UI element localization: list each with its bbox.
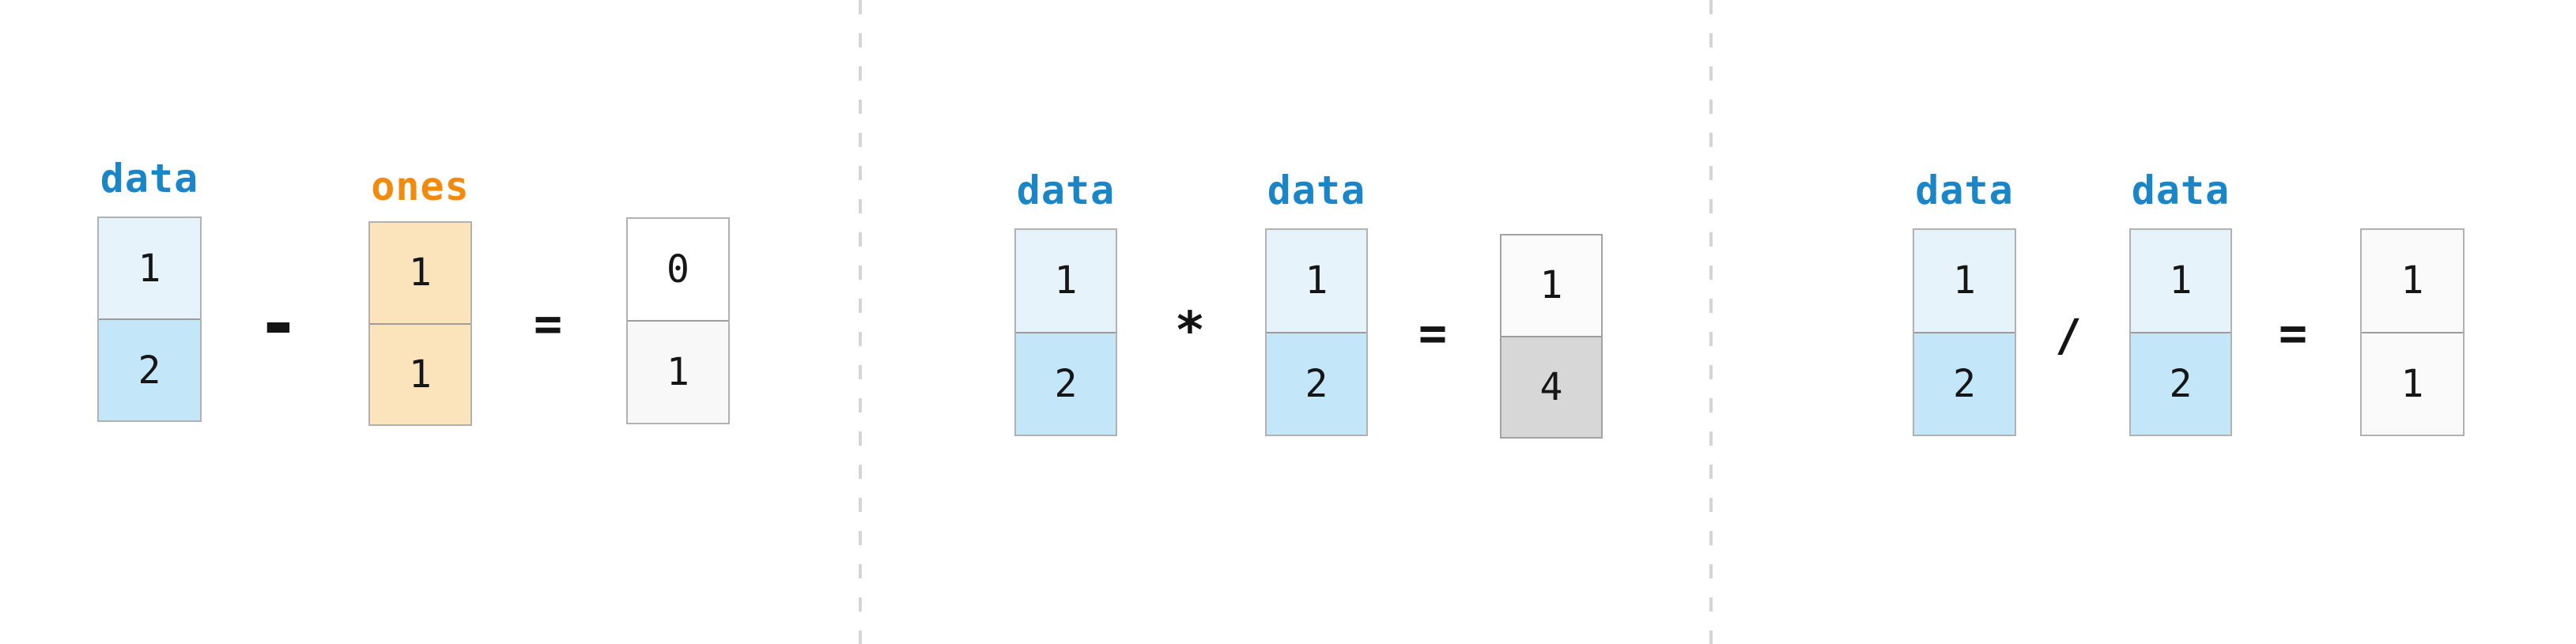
operand-label-data: data <box>1915 168 2014 213</box>
panel-divider <box>1709 0 1713 644</box>
matrix-column-data: 1 2 <box>97 217 202 422</box>
result-cell: 1 <box>628 320 728 423</box>
operand-label-data: data <box>1016 168 1116 213</box>
matrix-column-data: 1 2 <box>1265 228 1368 436</box>
operand-label-ones: ones <box>371 164 470 209</box>
result-column: 1 1 <box>2360 228 2465 436</box>
matrix-cell: 1 <box>2131 230 2230 332</box>
matrix-cell: 1 <box>1016 230 1116 332</box>
result-cell: 1 <box>2362 230 2463 332</box>
result-cell: 1 <box>2362 331 2463 435</box>
result-cell: 0 <box>628 219 728 320</box>
matrix-cell: 1 <box>1914 230 2015 332</box>
operand-label-data: data <box>1267 168 1366 213</box>
matrix-cell: 1 <box>1267 230 1366 332</box>
result-column: 0 1 <box>626 217 730 424</box>
equals-symbol: = <box>1418 306 1448 361</box>
divide-operator: / <box>2055 311 2082 362</box>
panel-divider <box>859 0 862 644</box>
equals-symbol: = <box>533 296 563 352</box>
matrix-cell: 2 <box>1016 331 1116 435</box>
equals-symbol: = <box>2278 306 2308 361</box>
matrix-cell: 1 <box>370 223 470 323</box>
operand-label-data: data <box>2131 168 2230 213</box>
matrix-column-ones: 1 1 <box>368 221 472 426</box>
matrix-cell: 1 <box>370 322 470 424</box>
result-cell-highlighted: 4 <box>1501 335 1601 437</box>
matrix-cell: 1 <box>99 218 200 318</box>
operand-label-data: data <box>100 156 199 201</box>
matrix-cell: 2 <box>99 318 200 420</box>
matrix-column-data: 1 2 <box>2129 228 2232 436</box>
result-column: 1 4 <box>1500 234 1603 439</box>
matrix-cell: 2 <box>1914 331 2015 435</box>
minus-operator: - <box>256 281 300 366</box>
matrix-column-data: 1 2 <box>1913 228 2016 436</box>
matrix-cell: 2 <box>1267 331 1366 435</box>
matrix-cell: 2 <box>2131 331 2230 435</box>
matrix-column-data: 1 2 <box>1014 228 1117 436</box>
multiply-operator: * <box>1174 302 1206 360</box>
result-cell: 1 <box>1501 235 1601 336</box>
